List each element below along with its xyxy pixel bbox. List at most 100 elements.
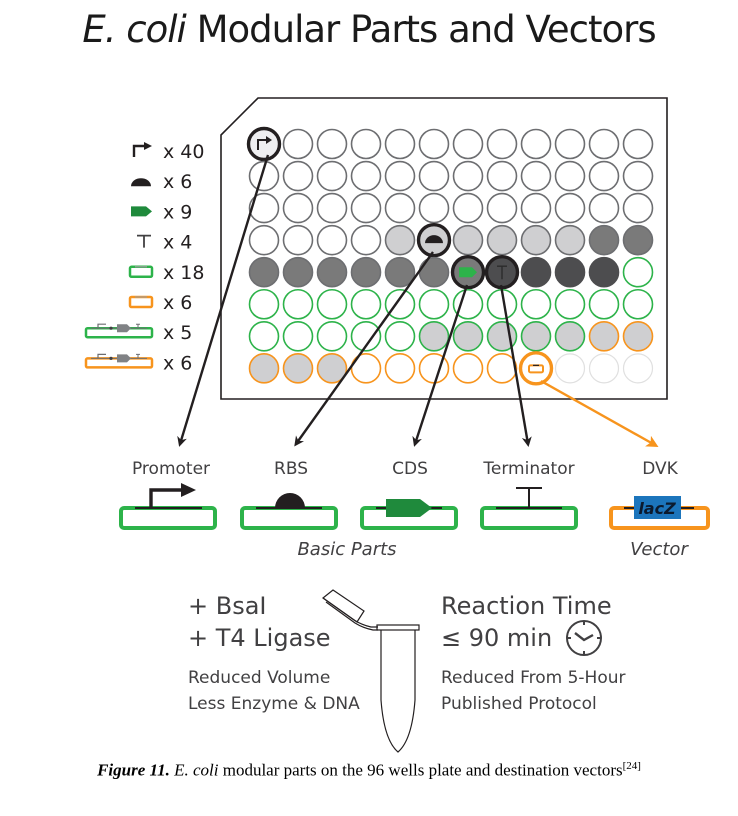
legend-count: x 18 (163, 262, 204, 284)
plate-well (554, 224, 586, 256)
plate-well (384, 353, 416, 384)
plate-well (418, 288, 450, 320)
plate-well (520, 320, 552, 352)
microtube-icon (322, 589, 420, 753)
plate-well (316, 320, 348, 352)
plate-well (520, 256, 552, 288)
terminator-part-glyph (480, 487, 578, 530)
plate-well (350, 128, 382, 160)
clock-icon (566, 620, 602, 656)
legend-item: x 6 (128, 292, 192, 314)
ninety-min-text: ≤ 90 min (441, 624, 552, 652)
plate-well (486, 128, 518, 160)
plate-well (520, 128, 552, 160)
legend-count: x 6 (163, 171, 192, 193)
legend-count: x 40 (163, 141, 204, 163)
plate-well (282, 128, 314, 160)
plate-well (384, 320, 416, 352)
rbs-semicircle-icon (131, 178, 151, 187)
plate-well (248, 160, 280, 192)
plate-well (418, 192, 450, 224)
plate-well (622, 353, 654, 384)
plate-well (316, 353, 348, 384)
pointer-lines (177, 154, 659, 447)
part-label-promoter: Promoter (132, 459, 210, 479)
plate-well (452, 128, 484, 160)
plate-well (452, 353, 484, 384)
plate-well (588, 160, 620, 192)
plate-well (316, 256, 348, 288)
plate-well (622, 320, 654, 352)
plate-well (350, 160, 382, 192)
plate-well (384, 288, 416, 320)
lacz-insert-label: lacZ (638, 499, 676, 518)
legend-item: x 40 (132, 141, 204, 163)
plate-well (554, 320, 586, 352)
legend-count: x 9 (163, 201, 192, 223)
plate-well (554, 288, 586, 320)
legend-item: x 4 (137, 232, 192, 254)
terminator-t-icon (137, 234, 151, 248)
plate-well (350, 288, 382, 320)
cds-pointer-line (412, 284, 469, 447)
plate-well (350, 320, 382, 352)
cds-part-glyph (360, 499, 458, 530)
green-vector-icon (128, 265, 154, 279)
orange-assembled-vector-icon (84, 353, 154, 369)
plate-well (350, 256, 382, 288)
plate-well (588, 224, 620, 256)
plate-well (520, 288, 552, 320)
plate-well (588, 353, 620, 384)
part-label-rbs: RBS (274, 459, 308, 479)
plate-well (452, 160, 484, 192)
plate-well (452, 320, 484, 352)
plate-well (520, 192, 552, 224)
part-label-dvk: DVK (642, 459, 678, 479)
plate-well (248, 192, 280, 224)
highlighted-well-cds (450, 255, 486, 290)
plate-well (282, 160, 314, 192)
reaction-time-text: Reaction Time (441, 592, 612, 620)
figure-title: E. coli Modular Parts and Vectors (0, 8, 738, 51)
plate-well (588, 320, 620, 352)
legend-item: x 6 (84, 352, 192, 374)
plate-well (418, 128, 450, 160)
title-italic: E. coli (82, 8, 186, 51)
plate-well (554, 256, 586, 288)
legend-count: x 5 (163, 322, 192, 344)
plate-well (418, 160, 450, 192)
bsai-text: + BsaI (188, 592, 267, 620)
plate-well (316, 224, 348, 256)
part-label-terminator: Terminator (482, 459, 574, 479)
plate-well (622, 160, 654, 192)
less-enzyme-text: Less Enzyme & DNA (188, 694, 360, 714)
plate-well (452, 288, 484, 320)
caption-figure-label: Figure 11. (97, 760, 170, 780)
caption-text: modular parts on the 96 wells plate and … (218, 760, 623, 780)
promoter-pointer-line (177, 154, 270, 447)
plate-well (554, 128, 586, 160)
plate-well (554, 353, 586, 384)
promoter-part-glyph (119, 483, 217, 530)
plate-well (248, 353, 280, 384)
dvk-pointer-line (540, 379, 659, 447)
plate-well (486, 192, 518, 224)
reduced-volume-text: Reduced Volume (188, 668, 330, 688)
plate-well (248, 320, 280, 352)
plate-well (418, 320, 450, 352)
plate-well (316, 128, 348, 160)
legend: x 40 x 6 x 9 x 4 x 18 x 6 x 5 x 6 (84, 141, 204, 374)
plate-well (282, 256, 314, 288)
plate-well (282, 192, 314, 224)
plate-well (486, 224, 518, 256)
terminator-pointer-line (499, 284, 532, 447)
legend-count: x 6 (163, 352, 192, 374)
plate-well (282, 224, 314, 256)
basic-parts-label: Basic Parts (297, 539, 396, 560)
part-label-cds: CDS (392, 459, 428, 479)
highlighted-well-vector (518, 351, 554, 386)
plate-well (316, 160, 348, 192)
plate-well (282, 288, 314, 320)
